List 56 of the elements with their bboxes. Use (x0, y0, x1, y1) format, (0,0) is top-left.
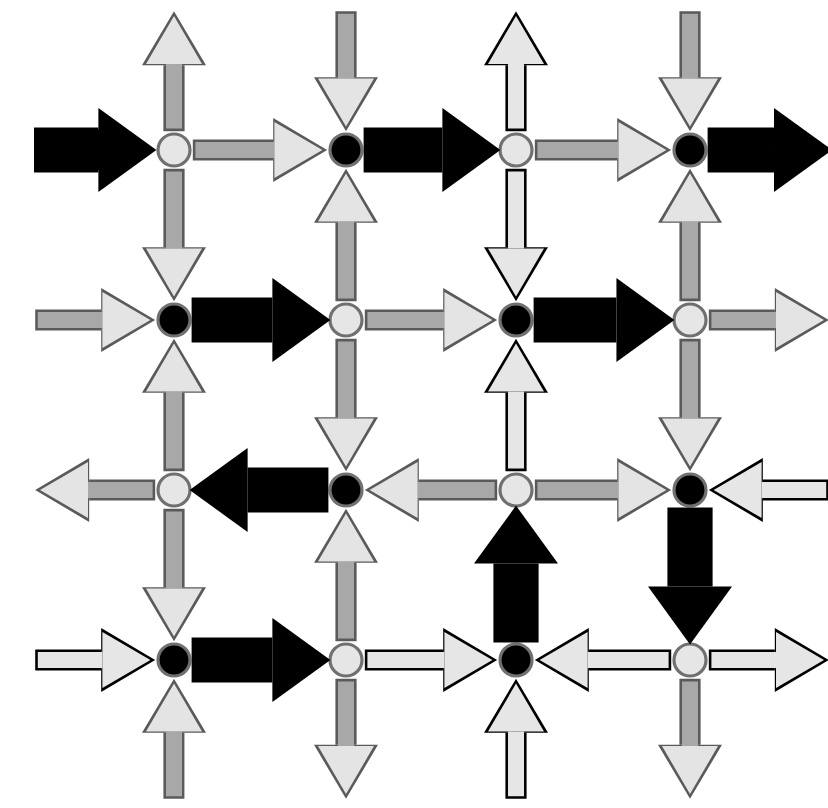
arrow (484, 678, 548, 799)
arrow (484, 11, 548, 132)
arrow (191, 618, 331, 702)
arrow (364, 288, 498, 352)
arrow (658, 338, 722, 472)
arrow (314, 338, 378, 472)
arrow (648, 507, 732, 645)
arrow (189, 448, 329, 532)
junction-circle (498, 132, 534, 168)
arrow (707, 108, 828, 192)
arrow (533, 278, 675, 362)
junction-circle (498, 472, 534, 508)
arrow (142, 168, 206, 302)
junction-dot (156, 302, 192, 338)
junction-dot (672, 472, 708, 508)
arrow (314, 678, 378, 799)
arrow (35, 628, 156, 692)
arrow (534, 458, 672, 522)
junction-dot (498, 302, 534, 338)
arrow (658, 168, 722, 302)
arrow (35, 458, 156, 522)
arrow (363, 108, 501, 192)
junction-dot (672, 132, 708, 168)
junction-circle (672, 302, 708, 338)
arrow (191, 278, 331, 362)
arrow (34, 108, 157, 192)
junction-circle (328, 302, 364, 338)
arrow (142, 508, 206, 642)
arrow (708, 288, 828, 352)
arrow (658, 678, 722, 799)
junction-dot (156, 642, 192, 678)
junction-dot (328, 132, 364, 168)
junction-circle (672, 642, 708, 678)
arrow (484, 338, 548, 472)
junction-circle (156, 132, 192, 168)
arrow (314, 11, 378, 132)
arrow (364, 458, 498, 522)
arrow (474, 505, 558, 643)
junction-dot (498, 642, 534, 678)
arrow (192, 118, 328, 182)
arrow (142, 11, 206, 132)
junction-dot (328, 472, 364, 508)
junction-circle (156, 472, 192, 508)
arrow (314, 508, 378, 642)
arrow (484, 168, 548, 302)
arrow (35, 288, 156, 352)
arrow (708, 458, 828, 522)
arrow (142, 338, 206, 472)
arrow (708, 628, 828, 692)
arrow (364, 628, 498, 692)
arrow (314, 168, 378, 302)
arrow (534, 628, 672, 692)
junction-circle (328, 642, 364, 678)
arrow (658, 11, 722, 132)
arrow (142, 678, 206, 799)
arrow (534, 118, 672, 182)
